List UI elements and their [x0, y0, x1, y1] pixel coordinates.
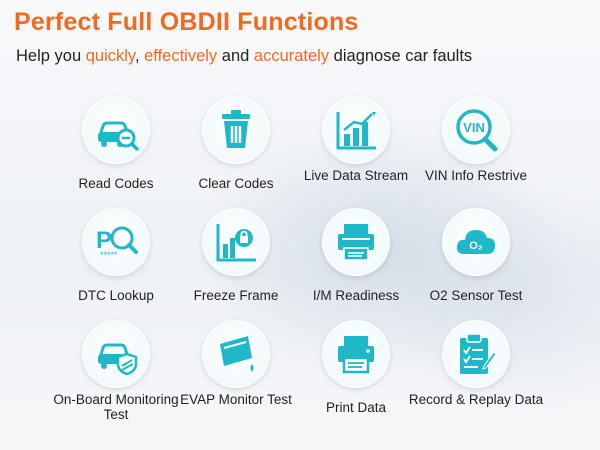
function-label: EVAP Monitor Test [180, 392, 292, 407]
function-label: Record & Replay Data [408, 392, 544, 407]
function-label: Live Data Stream [303, 168, 409, 183]
fuel-can-icon [202, 320, 270, 388]
bar-chart-icon [322, 96, 390, 164]
function-label: Clear Codes [198, 176, 274, 191]
trash-icon [202, 96, 270, 164]
svg-text:VIN: VIN [463, 120, 485, 135]
svg-text:O₂: O₂ [469, 240, 483, 252]
car-shield-icon [82, 320, 150, 388]
svg-text:P: P [96, 227, 112, 254]
vin-search-icon: VIN [442, 96, 510, 164]
subtitle-text: diagnose car faults [329, 47, 473, 65]
function-print-data: Print Data [286, 320, 426, 430]
subtitle-highlight-effectively: effectively [144, 47, 218, 65]
function-evap-monitor-test: EVAP Monitor Test [166, 320, 306, 430]
function-o2-sensor-test: O₂ O2 Sensor Test [406, 208, 546, 318]
subtitle-highlight-quickly: quickly [85, 47, 135, 65]
o2-cloud-icon: O₂ [442, 208, 510, 276]
function-vin-info: VIN VIN Info Restrive [406, 96, 546, 206]
function-label: O2 Sensor Test [429, 288, 523, 303]
subtitle-text: and [217, 47, 254, 65]
subtitle-text: , [134, 47, 145, 65]
page-title: Perfect Full OBDII Functions [14, 8, 359, 36]
function-im-readiness: I/M Readiness [286, 208, 426, 318]
clipboard-icon [442, 320, 510, 388]
function-live-data-stream: Live Data Stream [286, 96, 426, 206]
function-on-board-monitoring-test: On-Board Monitoring Test [46, 320, 186, 430]
function-label: DTC Lookup [78, 288, 154, 303]
function-label: VIN Info Restrive [424, 168, 528, 183]
function-clear-codes: Clear Codes [166, 96, 306, 206]
function-label: I/M Readiness [312, 288, 400, 303]
function-label: On-Board Monitoring Test [53, 392, 179, 422]
function-label: Print Data [325, 400, 387, 415]
dtc-lookup-icon: P***** [82, 208, 150, 276]
function-freeze-frame: Freeze Frame [166, 208, 306, 318]
car-search-icon [82, 96, 150, 164]
freeze-frame-icon [202, 208, 270, 276]
subtitle-text: Help you [16, 47, 86, 65]
printer-icon [322, 320, 390, 388]
subtitle-highlight-accurately: accurately [253, 47, 330, 65]
function-record-replay-data: Record & Replay Data [406, 320, 546, 430]
page-subtitle: Help you quickly, effectively and accura… [16, 47, 472, 66]
function-dtc-lookup: P***** DTC Lookup [46, 208, 186, 318]
function-label: Read Codes [78, 176, 154, 191]
printer-stack-icon [322, 208, 390, 276]
svg-text:*****: ***** [100, 250, 118, 260]
function-read-codes: Read Codes [46, 96, 186, 206]
function-label: Freeze Frame [193, 288, 279, 303]
